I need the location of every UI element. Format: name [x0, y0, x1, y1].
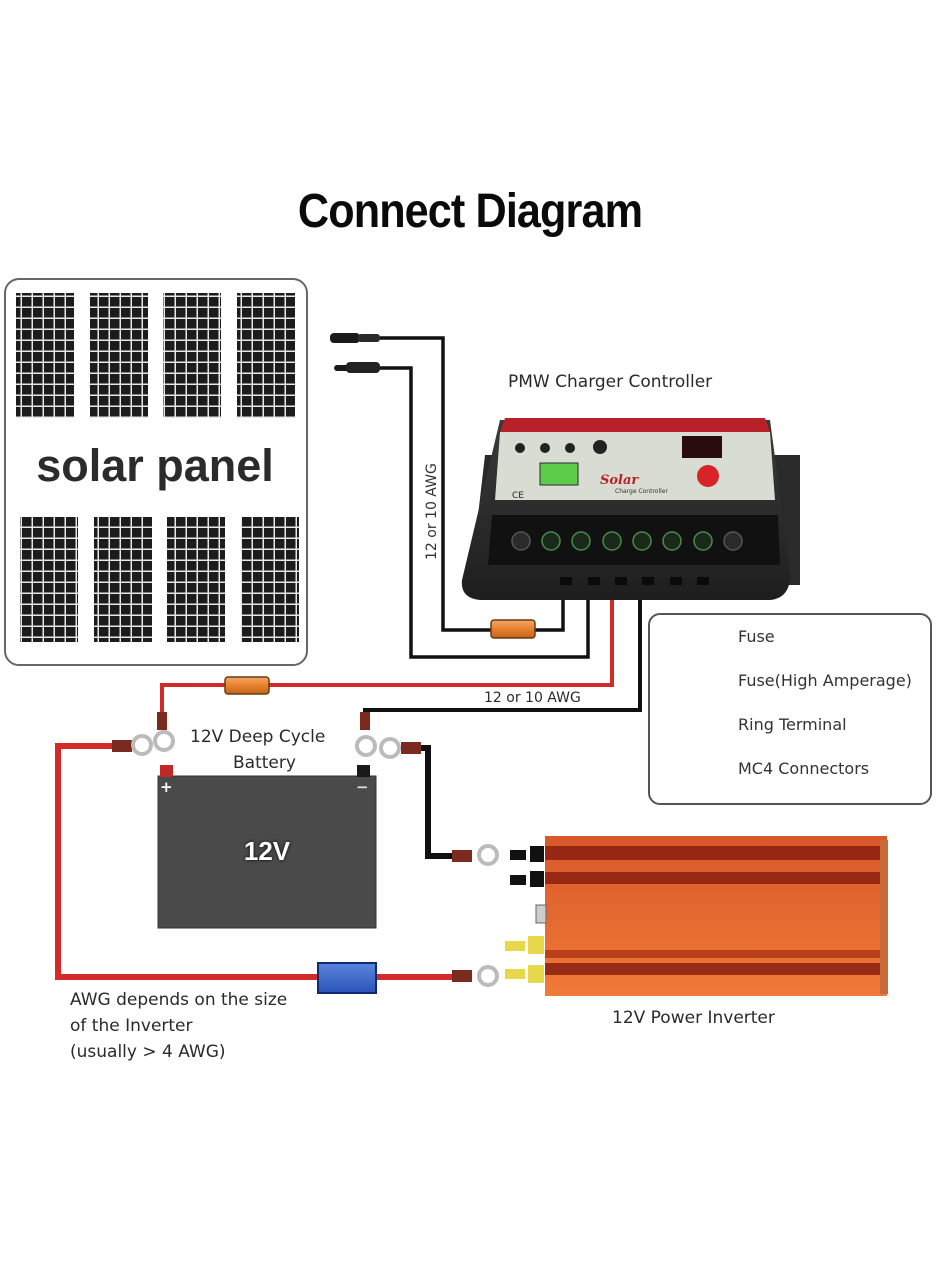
controller-positive-wire: [160, 598, 614, 712]
inverter-note-line: (usually > 4 AWG): [70, 1042, 226, 1062]
solar-module: [16, 293, 74, 418]
inverter-note-line: AWG depends on the size: [70, 990, 288, 1010]
controller-sub-text: Charge Controller: [615, 488, 668, 495]
ring-terminal-icon: [355, 712, 377, 757]
battery-label-line1: 12V Deep Cycle: [190, 727, 326, 747]
battery-positive-terminal: [160, 765, 173, 777]
inverter-negative-wire: [420, 745, 466, 859]
solar-module: [167, 517, 225, 642]
legend: Fuse Fuse(High Amperage) Ring Terminal M…: [648, 613, 932, 805]
ring-terminal-icon: [452, 844, 499, 866]
inverter-positive-wire: [55, 743, 466, 980]
battery-label-line2: Battery: [233, 753, 296, 773]
solar-module-row-bottom: [20, 517, 299, 642]
solar-module: [90, 293, 148, 418]
terminal: [511, 531, 531, 551]
diagram-title: Connect Diagram: [297, 185, 643, 238]
controller-label: PMW Charger Controller: [508, 372, 713, 392]
ring-terminal-icon: [452, 965, 499, 987]
inverter-label: 12V Power Inverter: [612, 1008, 775, 1028]
battery-voltage-text: 12V: [243, 836, 291, 866]
ring-terminal-icon: [112, 734, 153, 756]
charge-controller: Solar Charge Controller CE: [461, 418, 800, 600]
solar-panel-label: solar panel: [36, 440, 274, 491]
high-amp-fuse-icon: [317, 962, 377, 994]
legend-item-mc4-connectors: MC4 Connectors: [738, 759, 870, 778]
solar-module-row-top: [16, 293, 295, 418]
negative-symbol: −: [356, 778, 369, 796]
inverter-note-line: of the Inverter: [70, 1016, 193, 1036]
solar-panel-array: [4, 278, 308, 666]
legend-item-high-amp-fuse: Fuse(High Amperage): [738, 671, 912, 690]
fuse-icon: [490, 619, 536, 639]
mc4-connector-icon: [330, 333, 380, 373]
ring-terminal-icon: [379, 737, 421, 759]
ce-mark: CE: [512, 491, 524, 501]
terminal: [571, 531, 591, 551]
power-inverter: [505, 836, 888, 996]
solar-module: [241, 517, 299, 642]
controller-negative-wire: [363, 598, 642, 728]
ring-terminal-icon: [153, 712, 175, 752]
controller-brand-text: Solar: [600, 473, 639, 488]
panel-to-controller-wires: [380, 336, 590, 659]
solar-module: [237, 293, 295, 418]
solar-module: [94, 517, 152, 642]
fuse-icon: [224, 676, 270, 695]
terminal: [662, 531, 682, 551]
legend-item-ring-terminal: Ring Terminal: [738, 715, 847, 734]
terminal: [602, 531, 622, 551]
terminal: [632, 531, 652, 551]
battery-wire-gauge-label: 12 or 10 AWG: [484, 690, 581, 706]
battery: + −: [157, 765, 377, 929]
terminal: [723, 531, 743, 551]
terminal: [693, 531, 713, 551]
terminal: [541, 531, 561, 551]
panel-wire-gauge-label: 12 or 10 AWG: [424, 463, 440, 560]
legend-item-fuse: Fuse: [738, 627, 775, 646]
solar-module: [20, 517, 78, 642]
positive-symbol: +: [160, 778, 173, 796]
solar-module: [163, 293, 221, 418]
controller-terminals: [511, 531, 743, 551]
inverter-positive-posts: [505, 936, 544, 983]
inverter-negative-posts: [510, 846, 544, 887]
battery-negative-terminal: [357, 765, 370, 777]
